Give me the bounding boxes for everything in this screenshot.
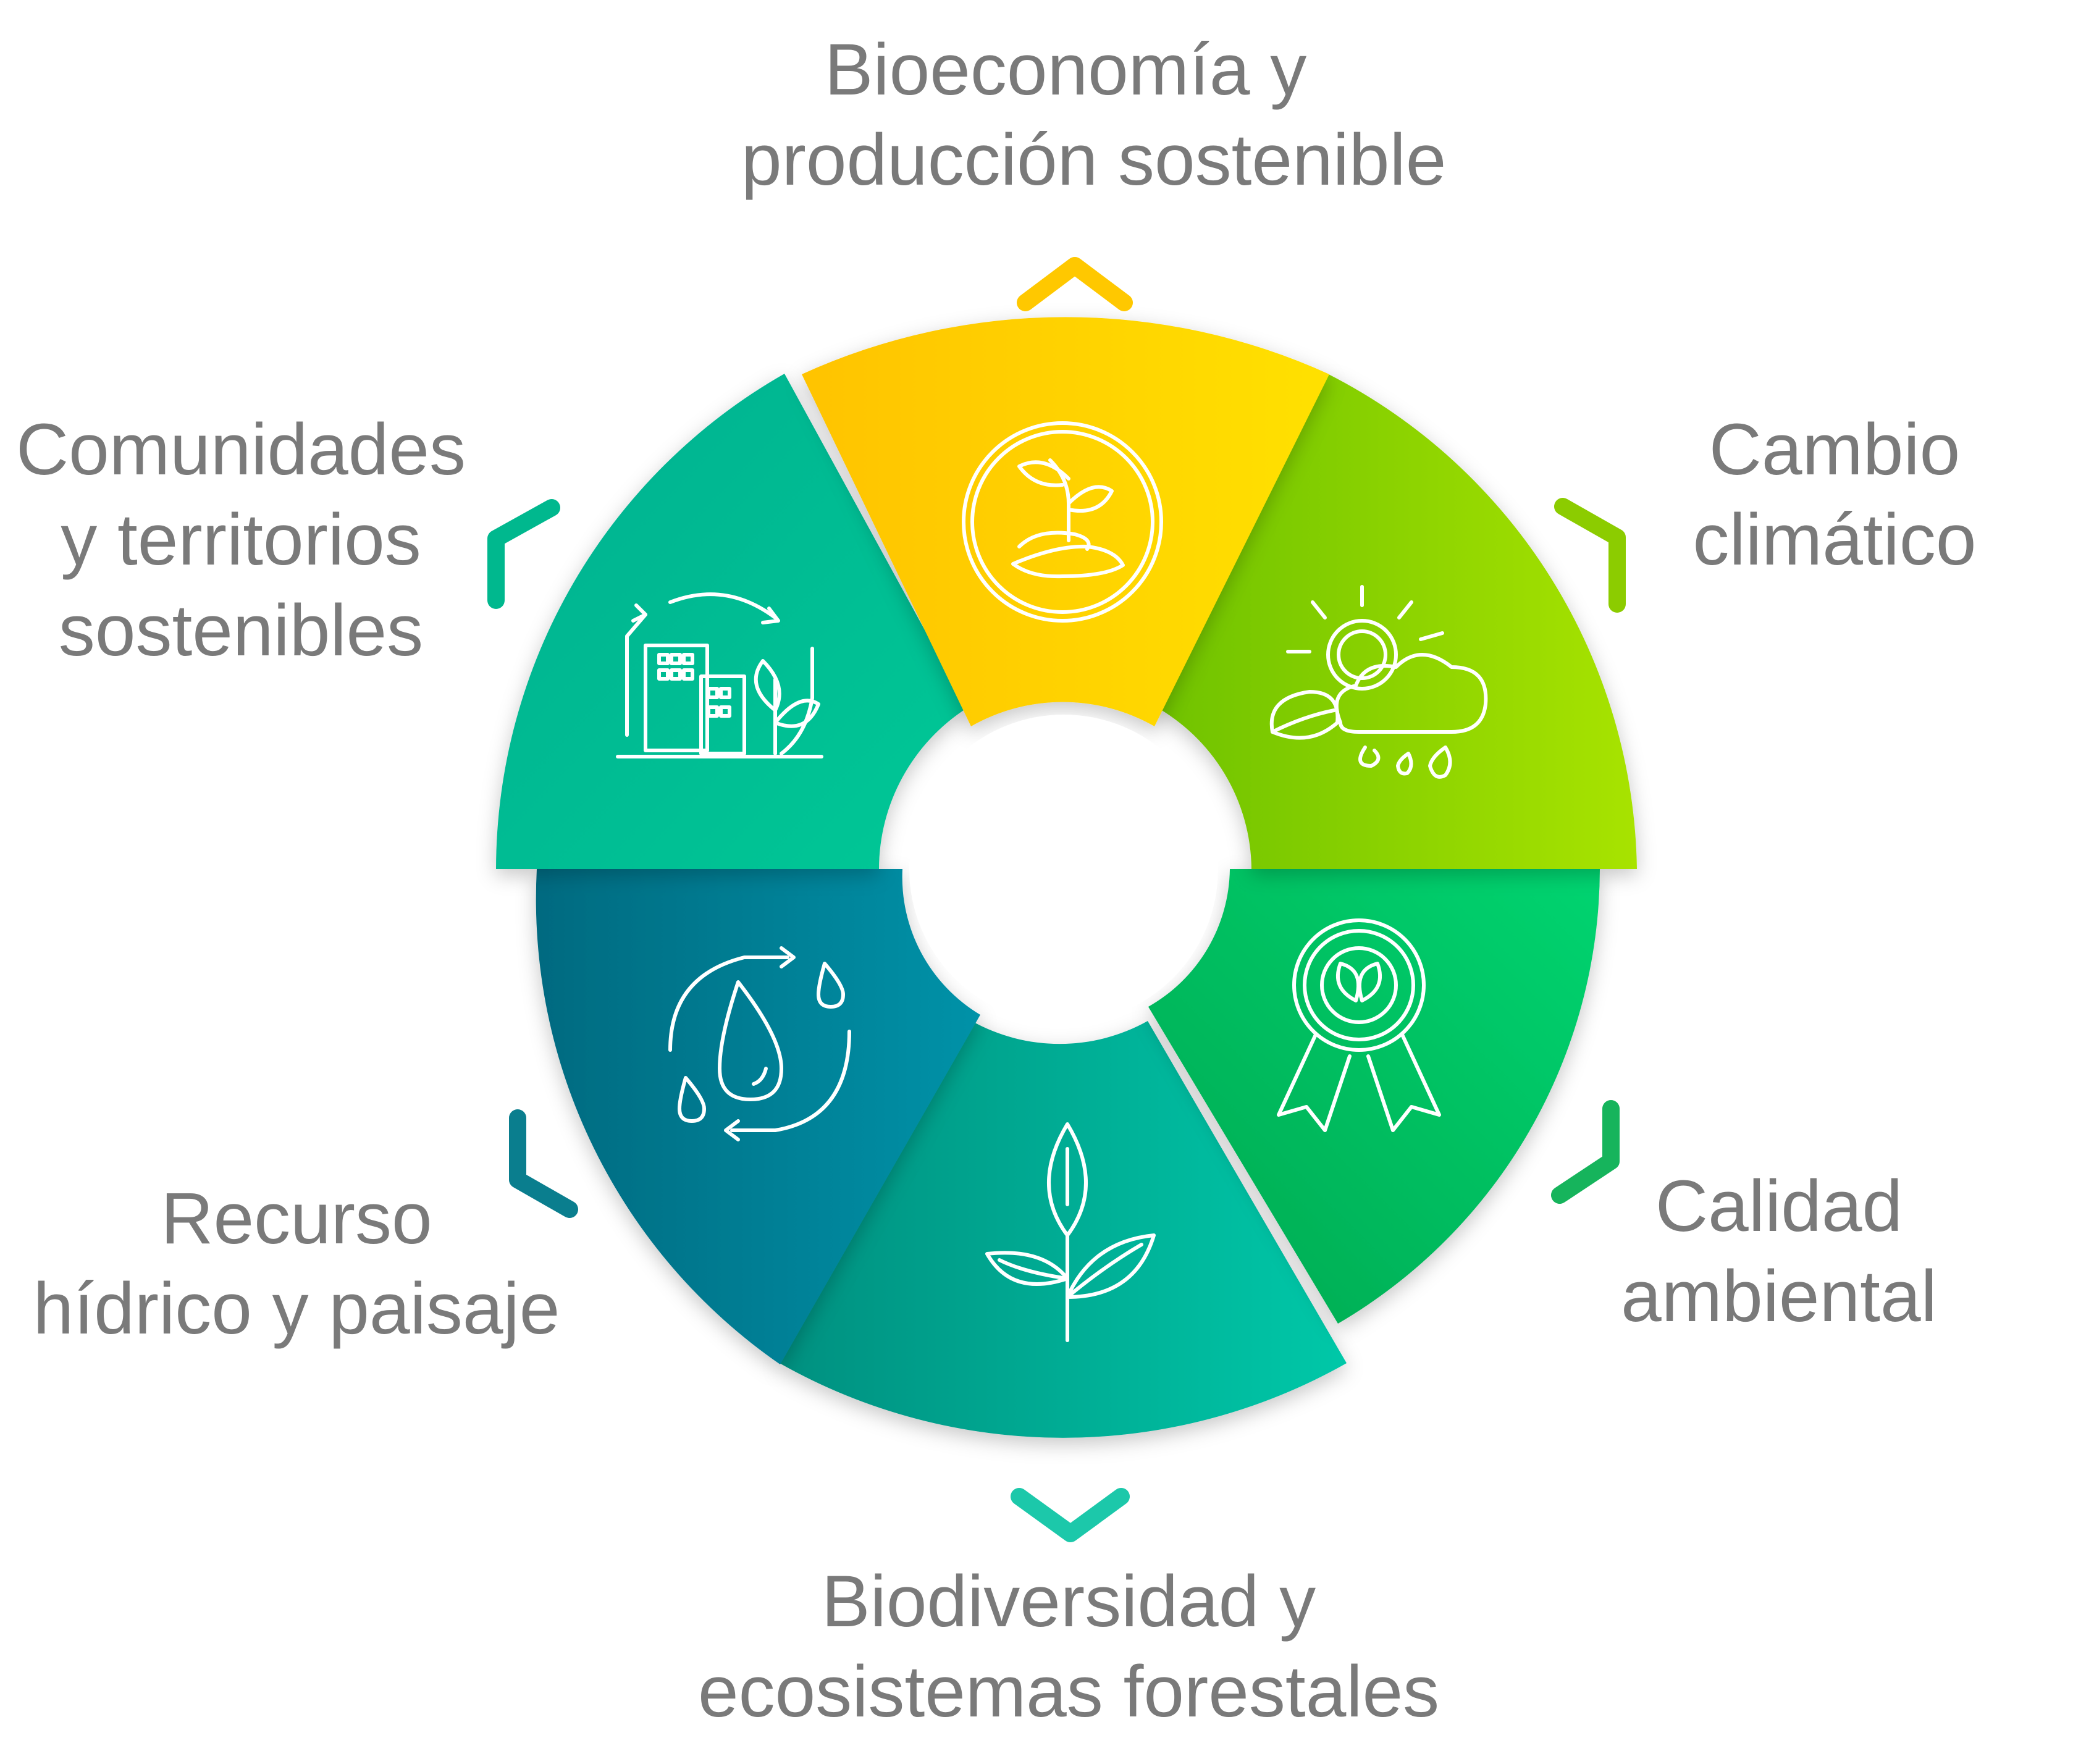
segment-calidad-ambiental[interactable] [1148,869,1600,1324]
label-bioeconomia: Bioeconomía y producción sostenible [741,29,1447,201]
segment-bioeconomia[interactable] [802,317,1329,726]
chevron-bottom-left-icon [509,1109,578,1218]
chevron-up-icon [1017,257,1133,311]
center-hole [909,715,1218,1023]
seedling-in-hand-icon [962,421,1163,623]
chevron-top-right-icon [1554,498,1626,613]
sun-cloud-rain-icon [1269,585,1488,779]
label-calidad-ambiental: Calidad ambiental [1621,1166,1937,1338]
chevron-top-left-icon [487,499,560,609]
chevron-down-icon [1011,1488,1130,1542]
segment-cambio-climatico[interactable] [1153,374,1637,869]
award-ribbon-icon [1277,918,1441,1132]
plant-leaves-icon [985,1122,1156,1342]
sustainable-city-icon [616,592,823,758]
label-cambio-climatico: Cambio climático [1692,409,1977,581]
segment-recurso-hidrico[interactable] [536,869,980,1364]
label-biodiversidad: Biodiversidad y ecosistemas forestales [698,1561,1440,1733]
water-cycle-icon [668,946,851,1141]
label-comunidades: Comunidades y territorios sostenibles [15,409,466,671]
chevron-bottom-right-icon [1551,1100,1620,1204]
segment-comunidades[interactable] [496,374,967,869]
label-recurso-hidrico: Recurso hídrico y paisaje [33,1178,560,1350]
